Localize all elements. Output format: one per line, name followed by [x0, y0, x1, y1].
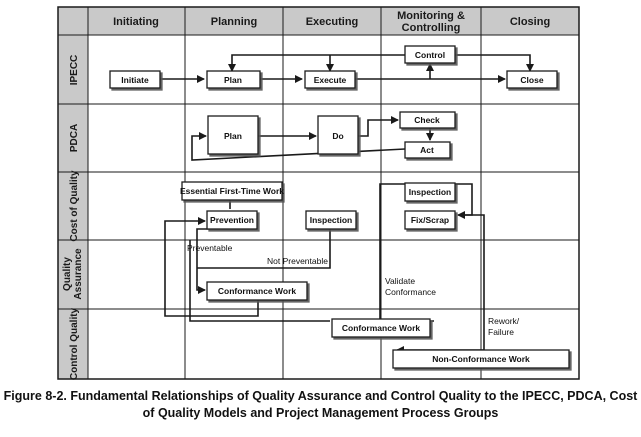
box-essential-label: Essential First-Time Work [180, 186, 284, 196]
arrow-do-check [358, 116, 399, 137]
box-execute-label: Execute [314, 75, 347, 85]
row-cost-of-quality: Cost of Quality [69, 170, 80, 242]
row-header-band [58, 7, 88, 379]
column-monitoring-line1: Monitoring & [397, 10, 465, 22]
column-executing: Executing [306, 16, 359, 28]
arrow-control-close [455, 54, 534, 72]
box-conformance-work-qa [206, 281, 308, 301]
label-preventable: Preventable [187, 243, 233, 253]
box-conformance-cq-label: Conformance Work [342, 323, 421, 333]
box-check [399, 111, 456, 129]
label-validate-line1: Validate [385, 276, 415, 286]
column-closing: Closing [510, 16, 550, 28]
arrow-inspection-fixscrap [455, 183, 473, 219]
box-conformance-work-cq [331, 318, 431, 338]
caption-line-1: Figure 8-2. Fundamental Relationships of… [3, 389, 638, 403]
box-do [317, 115, 359, 155]
box-plan-pdca [207, 115, 259, 155]
row-pdca: PDCA [69, 124, 80, 152]
box-prevention [206, 210, 258, 230]
column-planning: Planning [211, 16, 257, 28]
arrow-control-plan [228, 54, 405, 72]
box-initiate [109, 70, 161, 89]
box-plan-ipecc-label: Plan [224, 75, 242, 85]
box-check-label: Check [414, 115, 440, 125]
label-validate-line2: Conformance [385, 287, 436, 297]
box-inspection-executing-label: Inspection [310, 215, 353, 225]
box-inspection-executing [305, 210, 357, 230]
box-do-label: Do [332, 131, 343, 141]
box-conformance-qa-label: Conformance Work [218, 286, 297, 296]
arrow-prevention-conformance-qa [196, 228, 210, 294]
row-quality-assurance-line2: Assurance [73, 248, 84, 300]
line-inspection-not-preventable [197, 229, 331, 269]
arrow-act-plan [191, 132, 406, 161]
box-close-label: Close [520, 75, 543, 85]
box-control-label: Control [415, 50, 445, 60]
box-prevention-label: Prevention [210, 215, 254, 225]
column-monitoring-line2: Controlling [402, 22, 461, 34]
box-act-label: Act [420, 145, 434, 155]
label-rework-line1: Rework/ [488, 316, 520, 326]
box-non-conformance-work [392, 349, 570, 369]
figure-caption: Figure 8-2. Fundamental Relationships of… [0, 388, 641, 422]
label-rework-line2: Failure [488, 327, 514, 337]
line-conformance-cq-back [189, 240, 330, 322]
line-inspection-validate [379, 183, 434, 322]
box-act [404, 141, 451, 159]
caption-line-2: of Quality Models and Project Management… [142, 406, 499, 420]
box-execute [304, 70, 356, 89]
box-inspection-monitoring-label: Inspection [409, 187, 452, 197]
grid-lines [58, 7, 579, 379]
arrow-conformance-qa-prevention [164, 217, 259, 317]
box-plan-pdca-label: Plan [224, 131, 242, 141]
box-inspection-monitoring [404, 182, 456, 202]
row-ipecc: IPECC [69, 55, 80, 86]
grid-frame [57, 6, 580, 380]
box-fix-scrap [404, 210, 456, 230]
label-not-preventable: Not Preventable [267, 256, 328, 266]
connectors [160, 54, 534, 354]
row-control-quality: Control Quality [69, 307, 80, 380]
quality-relationships-diagram: Initiating Planning Executing Monitoring… [57, 6, 580, 380]
box-control [404, 45, 456, 64]
column-initiating: Initiating [113, 16, 159, 28]
box-initiate-label: Initiate [121, 75, 149, 85]
box-non-conformance-label: Non-Conformance Work [432, 354, 530, 364]
box-fix-scrap-label: Fix/Scrap [411, 215, 449, 225]
row-quality-assurance-line1: Quality [62, 257, 73, 291]
box-essential-first-time-work [181, 181, 283, 201]
box-close [506, 70, 558, 89]
box-plan-ipecc [206, 70, 261, 89]
column-header-band [58, 7, 579, 35]
